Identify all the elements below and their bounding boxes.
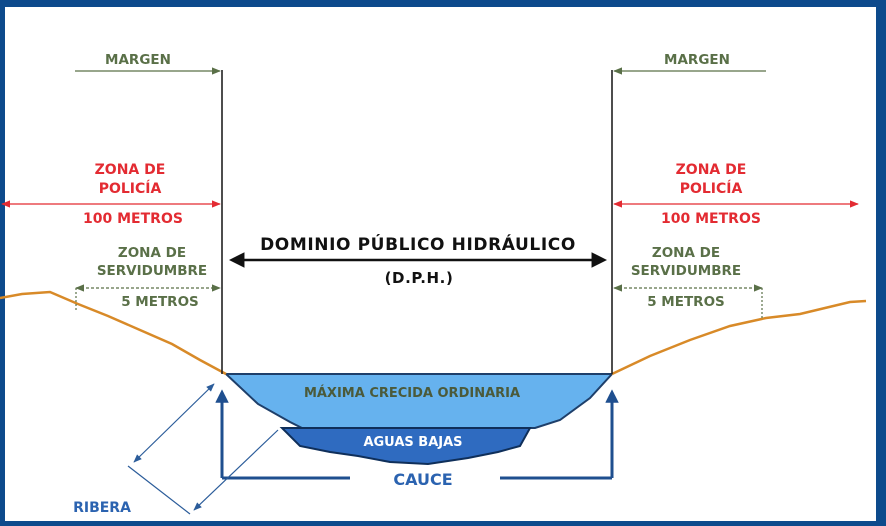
low-water bbox=[279, 427, 532, 466]
police-distance-right: 100 METROS bbox=[661, 211, 761, 227]
easement-zone-label-right-1: ZONA DE bbox=[652, 245, 720, 261]
police-zone-label-left-2: POLICÍA bbox=[99, 180, 162, 197]
max-flood-label: MÁXIMA CRECIDA ORDINARIA bbox=[304, 385, 520, 401]
police-zone-label-right-1: ZONA DE bbox=[676, 162, 747, 178]
margin-label-left: MARGEN bbox=[105, 52, 171, 68]
terrain-profile-right bbox=[611, 299, 867, 376]
bank-bracket bbox=[127, 465, 191, 515]
easement-zone-label-left-1: ZONA DE bbox=[118, 245, 186, 261]
bank-slope-line bbox=[193, 429, 279, 511]
easement-distance-left: 5 METROS bbox=[121, 294, 199, 310]
bank-arrow bbox=[133, 383, 215, 463]
margin-label-right: MARGEN bbox=[664, 52, 730, 68]
terrain-profile bbox=[0, 290, 227, 376]
max-flood-water bbox=[223, 373, 615, 429]
easement-distance-right: 5 METROS bbox=[647, 294, 725, 310]
dph-abbreviation: (D.P.H.) bbox=[385, 269, 454, 287]
bank-label: RIBERA bbox=[73, 500, 131, 516]
easement-zone-label-left-2: SERVIDUMBRE bbox=[97, 263, 207, 279]
easement-zone-label-right-2: SERVIDUMBRE bbox=[631, 263, 741, 279]
police-distance-left: 100 METROS bbox=[83, 211, 183, 227]
police-zone-label-left-1: ZONA DE bbox=[95, 162, 166, 178]
police-zone-label-right-2: POLICÍA bbox=[680, 180, 743, 197]
dph-title: DOMINIO PÚBLICO HIDRÁULICO bbox=[260, 233, 576, 255]
low-water-label: AGUAS BAJAS bbox=[363, 435, 462, 450]
channel-label: CAUCE bbox=[393, 470, 452, 489]
